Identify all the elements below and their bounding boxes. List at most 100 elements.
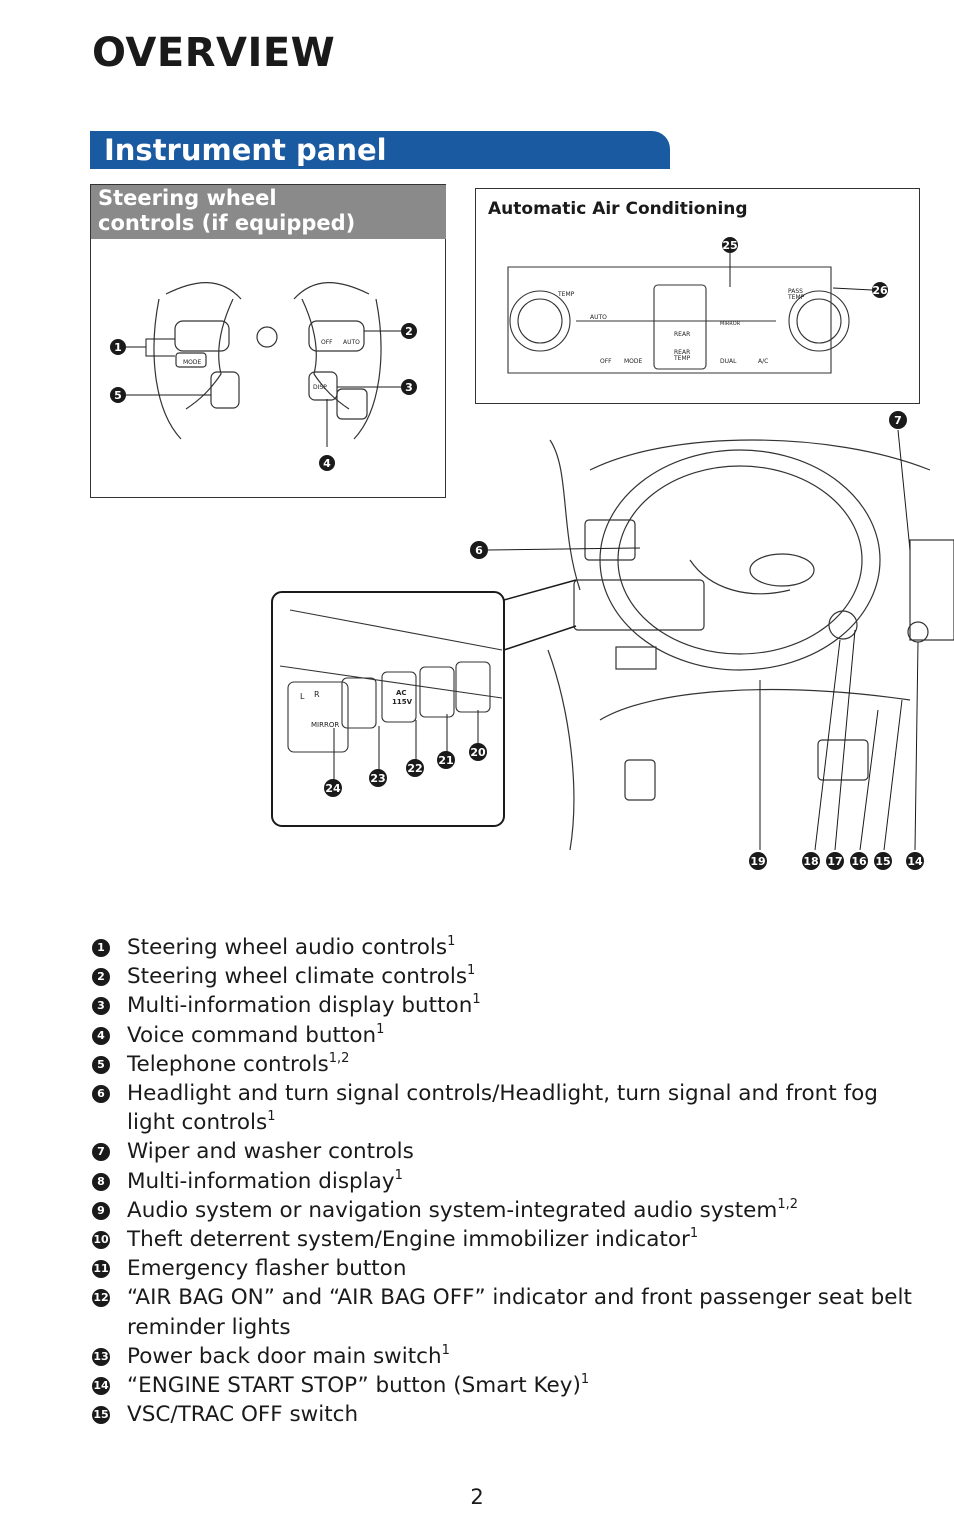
dual-label: DUAL bbox=[720, 358, 737, 365]
steering-wheel-diagram: MODE OFF AUTO DISP 1 2 3 4 5 bbox=[110, 282, 417, 471]
legend-footnote: 1 bbox=[467, 963, 476, 979]
temp-label: TEMP bbox=[557, 291, 575, 298]
callout-18: 18 bbox=[802, 852, 820, 870]
callout-2: 2 bbox=[401, 323, 417, 339]
legend-text: Wiper and washer controls bbox=[127, 1139, 414, 1165]
callout-15: 15 bbox=[874, 852, 892, 870]
ac-panel: Automatic Air Conditioning TEMP PASS TEM… bbox=[475, 188, 920, 404]
svg-text:1: 1 bbox=[114, 341, 122, 354]
svg-text:22: 22 bbox=[407, 762, 422, 775]
legend-text: VSC/TRAC OFF switch bbox=[127, 1402, 359, 1428]
rear-temp-label-1: REAR bbox=[674, 349, 690, 356]
legend-number: 7 bbox=[92, 1143, 110, 1162]
svg-text:24: 24 bbox=[325, 782, 341, 795]
legend-number: 5 bbox=[92, 1055, 110, 1074]
legend-footnote: 1 bbox=[441, 1342, 450, 1358]
legend-number: 3 bbox=[92, 997, 110, 1016]
svg-text:19: 19 bbox=[750, 855, 765, 868]
section-title: Instrument panel bbox=[104, 133, 387, 167]
svg-text:18: 18 bbox=[803, 855, 818, 868]
list-item: 4 Voice command button1 bbox=[92, 1021, 912, 1050]
legend-text: Headlight and turn signal controls/Headl… bbox=[127, 1081, 878, 1136]
off-label: OFF bbox=[321, 339, 333, 346]
legend-footnote: 1,2 bbox=[777, 1196, 799, 1212]
legend-number: 8 bbox=[92, 1172, 110, 1191]
legend-footnote: 1 bbox=[447, 934, 456, 949]
svg-text:15: 15 bbox=[875, 855, 890, 868]
svg-text:7: 7 bbox=[894, 414, 902, 427]
fan-off-label: OFF bbox=[600, 358, 612, 365]
callout-7: 7 bbox=[889, 411, 907, 429]
callout-5: 5 bbox=[110, 387, 126, 403]
legend-text: Power back door main switch bbox=[127, 1343, 442, 1369]
callout-20: 20 bbox=[469, 743, 487, 761]
svg-text:26: 26 bbox=[872, 284, 888, 297]
legend-text: Steering wheel audio controls bbox=[127, 935, 448, 960]
svg-text:20: 20 bbox=[470, 746, 486, 759]
mirror-switch-label: MIRROR bbox=[311, 721, 339, 729]
mirror-r-label: R bbox=[314, 690, 320, 699]
legend-text: Telephone controls bbox=[127, 1051, 329, 1077]
svg-text:14: 14 bbox=[907, 855, 923, 868]
legend-footnote: 1 bbox=[472, 992, 481, 1008]
legend-text: Steering wheel climate controls bbox=[127, 964, 468, 990]
legend-number: 4 bbox=[92, 1026, 110, 1045]
page-number: 2 bbox=[470, 1485, 484, 1509]
ac-label: A/C bbox=[758, 358, 768, 365]
callout-23: 23 bbox=[369, 769, 387, 787]
mirror-label: MIRROR bbox=[720, 321, 741, 327]
pass-temp-label-1: PASS bbox=[788, 288, 803, 295]
callout-16: 16 bbox=[850, 852, 868, 870]
auto-label: AUTO bbox=[343, 339, 360, 346]
svg-text:23: 23 bbox=[370, 772, 385, 785]
callout-4: 4 bbox=[319, 455, 335, 471]
callout-17: 17 bbox=[826, 852, 844, 870]
legend-number: 11 bbox=[92, 1260, 110, 1279]
steering-controls-panel: Steering wheel controls (if equipped) MO… bbox=[90, 184, 446, 498]
legend-footnote: 1 bbox=[394, 1167, 403, 1183]
steering-header-line1: Steering wheel bbox=[98, 186, 277, 210]
legend-number: 15 bbox=[92, 1406, 110, 1425]
legend-number: 14 bbox=[92, 1377, 110, 1396]
callout-22: 22 bbox=[406, 759, 424, 777]
svg-text:6: 6 bbox=[475, 544, 483, 557]
ac-control-diagram: TEMP PASS TEMP AUTO OFF MODE REAR REAR T… bbox=[507, 237, 888, 374]
legend-text: Emergency flasher button bbox=[127, 1256, 407, 1282]
list-item: 5 Telephone controls1,2 bbox=[92, 1050, 912, 1079]
list-item: 12“AIR BAG ON” and “AIR BAG OFF” indicat… bbox=[92, 1283, 912, 1341]
mode-label: MODE bbox=[624, 358, 643, 365]
legend-footnote: 1 bbox=[689, 1226, 699, 1242]
legend-footnote: 1 bbox=[580, 1372, 590, 1388]
list-item: 11 Emergency flasher button bbox=[92, 1254, 912, 1283]
svg-text:3: 3 bbox=[405, 381, 413, 394]
pass-temp-label-2: TEMP bbox=[787, 294, 805, 301]
svg-text:16: 16 bbox=[851, 855, 867, 868]
volt-label: 115V bbox=[392, 698, 413, 706]
callout-6: 6 bbox=[470, 541, 488, 559]
callout-26: 26 bbox=[872, 282, 888, 298]
legend-text: Multi-information display button bbox=[127, 993, 473, 1019]
dashboard-diagram: MIRROR L R AC 115V 24 23 22 21 20 6 7 19… bbox=[271, 411, 954, 870]
callout-24: 24 bbox=[324, 779, 342, 797]
switch-panel-inset: MIRROR L R AC 115V 24 23 22 21 20 bbox=[271, 579, 577, 827]
legend-footnote: 1,2 bbox=[328, 1050, 350, 1066]
legend-text: Audio system or navigation system-integr… bbox=[127, 1197, 778, 1223]
ac-outlet-label: AC bbox=[396, 689, 407, 697]
legend-number: 6 bbox=[92, 1085, 110, 1104]
legend-text: “ENGINE START STOP” button (Smart Key) bbox=[127, 1373, 581, 1399]
legend-footnote: 1 bbox=[376, 1021, 385, 1037]
rear-label: REAR bbox=[674, 331, 690, 338]
rear-temp-label-2: TEMP bbox=[673, 355, 691, 362]
svg-text:5: 5 bbox=[114, 389, 122, 402]
legend-text: Voice command button bbox=[127, 1022, 377, 1048]
steering-header-line2: controls (if equipped) bbox=[98, 211, 356, 235]
callout-3: 3 bbox=[401, 379, 417, 395]
mirror-l-label: L bbox=[300, 692, 305, 701]
page-title: OVERVIEW bbox=[92, 30, 336, 76]
callout-1: 1 bbox=[110, 339, 126, 355]
svg-text:21: 21 bbox=[438, 754, 453, 767]
list-item: 15 VSC/TRAC OFF switch bbox=[92, 1400, 912, 1429]
